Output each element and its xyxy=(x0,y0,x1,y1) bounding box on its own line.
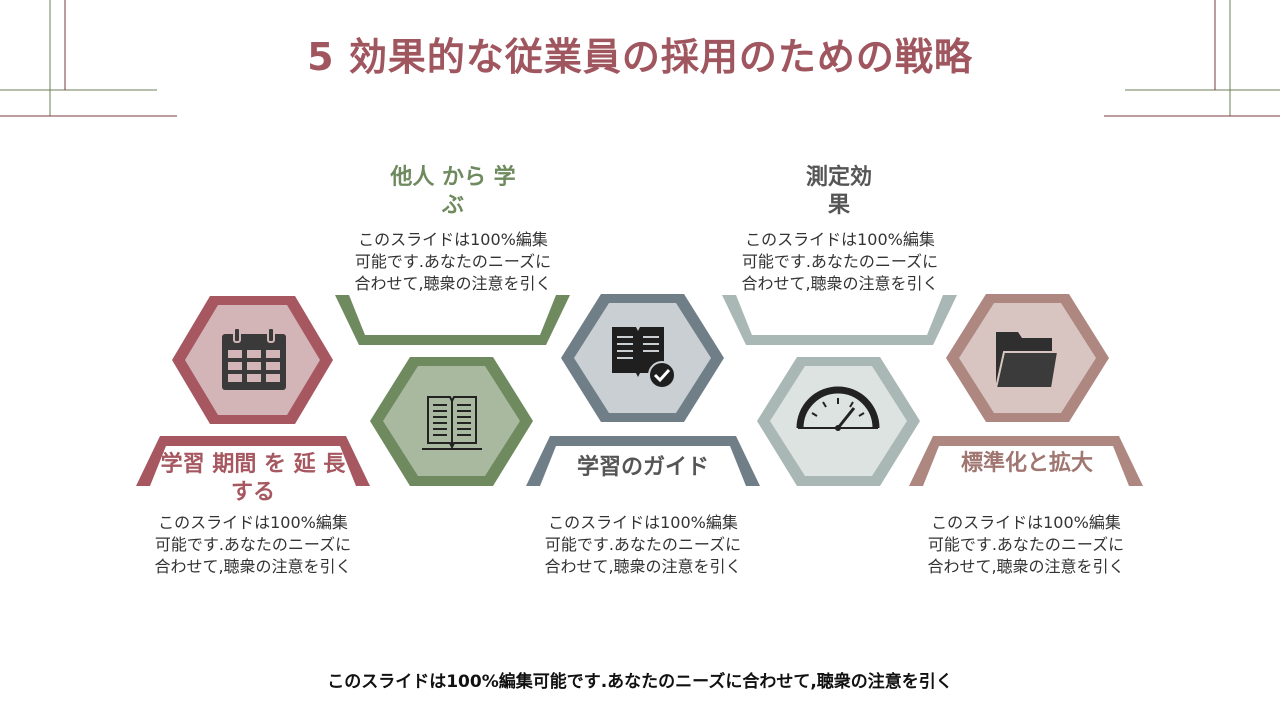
footer-note: このスライドは100%編集可能です.あなたのニーズに合わせて,聴衆の注意を引く xyxy=(327,672,953,692)
desc-measure-effect: このスライドは100%編集可能です.あなたのニーズに合わせて,聴衆の注意を引く xyxy=(741,230,939,293)
banner-learn-from-others-inner xyxy=(349,295,556,335)
heading-standardize-expand: 標準化と拡大 xyxy=(960,451,1093,476)
desc-learn-from-others: このスライドは100%編集可能です.あなたのニーズに合わせて,聴衆の注意を引く xyxy=(354,230,552,293)
banner-extend-learning-inner xyxy=(150,446,356,486)
heading-learn-from-others: 他人 から 学 ぶ xyxy=(390,165,516,218)
hexagon-measure-effect xyxy=(757,357,920,486)
heading-measure-effect: 測定効 果 xyxy=(805,165,872,218)
desc-standardize-expand: このスライドは100%編集可能です.あなたのニーズに合わせて,聴衆の注意を引く xyxy=(927,513,1125,576)
desc-learning-guide: このスライドは100%編集可能です.あなたのニーズに合わせて,聴衆の注意を引く xyxy=(544,513,742,576)
heading-learning-guide: 学習のガイド xyxy=(576,455,709,480)
checked-book-icon xyxy=(612,327,676,389)
banner-measure-effect-inner xyxy=(736,295,943,335)
banner-learning-guide-inner xyxy=(540,446,746,486)
desc-extend-learning: このスライドは100%編集可能です.あなたのニーズに合わせて,聴衆の注意を引く xyxy=(154,513,352,576)
book-icon xyxy=(422,396,482,450)
folder-icon xyxy=(994,332,1060,389)
banner-standardize-expand-inner xyxy=(923,446,1129,486)
slide-title: 5 効果的な従業員の採用のための戦略 xyxy=(307,35,973,79)
calendar-icon xyxy=(222,327,286,390)
heading-extend-learning: 学習 期間 を 延 長 する xyxy=(160,452,346,505)
speedometer-icon xyxy=(796,386,880,431)
